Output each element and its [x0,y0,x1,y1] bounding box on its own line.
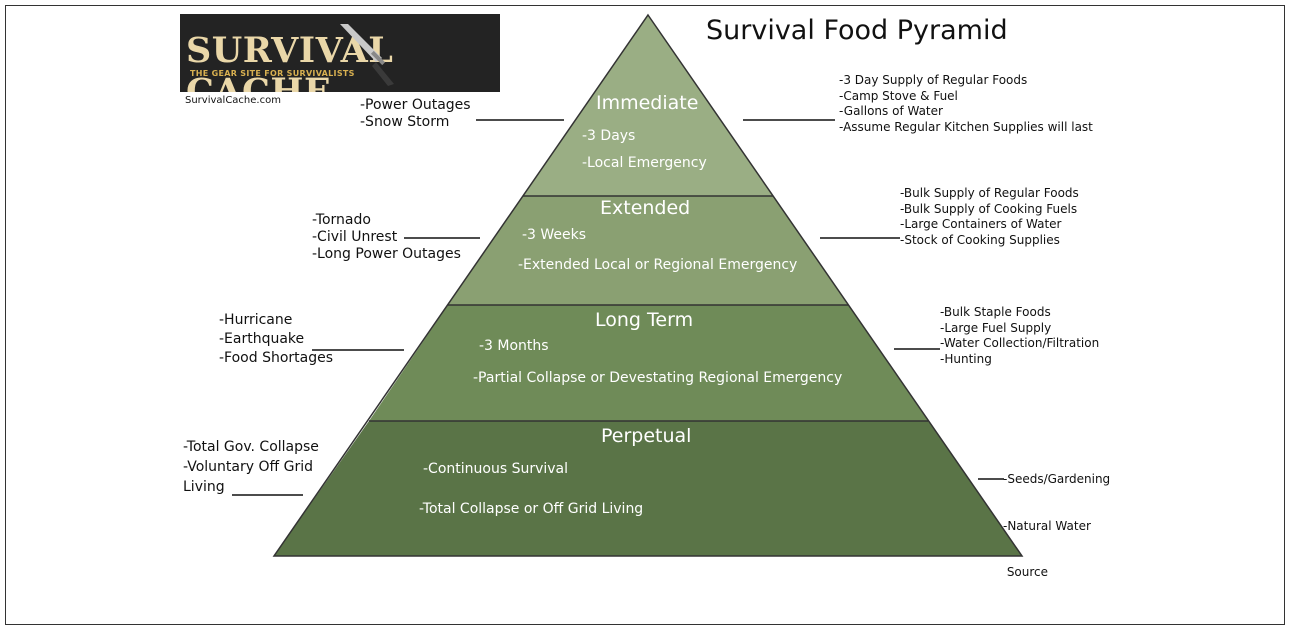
supply-item: -Bulk Supply of Regular Foods [900,186,1079,200]
supply-item: -Large Containers of Water [900,217,1062,231]
tier-extended-events: -Tornado -Civil Unrest -Long Power Outag… [312,212,461,263]
tier-perpetual-supplies: -Seeds/Gardening -Natural Water Source [1003,441,1110,596]
tier-immediate-shape [523,15,773,196]
page-title: Survival Food Pyramid [706,15,1008,46]
pyramid-diagram [232,13,1024,557]
supply-item: -Hunting [940,351,992,366]
event-item: -Long Power Outages [312,246,461,262]
tier-perpetual-title: Perpetual [601,425,692,447]
tier-perpetual-duration: -Continuous Survival [423,461,569,477]
supply-item: -Large Fuel Supply [940,320,1052,335]
supply-item: -Camp Stove & Fuel [839,88,958,103]
tier-long-term-title: Long Term [595,309,694,331]
tier-long-term-shape [369,305,928,421]
survival-cache-logo: SURVIVAL CACHE THE GEAR SITE FOR SURVIVA… [180,14,500,92]
tier-immediate-duration: -3 Days [582,128,636,144]
tier-extended-shape [448,196,848,305]
tier-extended-duration: -3 Weeks [522,227,587,243]
tier-perpetual-events: -Total Gov. Collapse -Voluntary Off Grid… [183,437,319,497]
event-item: -Earthquake [219,331,305,347]
event-item: -Voluntary Off Grid [183,459,313,475]
supply-item: -Water Collection/Filtration [940,336,1100,350]
tier-long-term-duration: -3 Months [479,338,549,354]
tier-perpetual-scope: -Total Collapse or Off Grid Living [419,501,644,517]
event-item: -Tornado [312,212,371,228]
tier-immediate-events: -Power Outages -Snow Storm [360,97,471,131]
tier-immediate-title: Immediate [596,92,699,114]
tier-extended-scope: -Extended Local or Regional Emergency [518,257,798,273]
event-item: -Hurricane [219,312,293,328]
supply-item: -3 Day Supply of Regular Foods [839,73,1028,87]
tier-extended-title: Extended [600,197,691,219]
knife-icon [340,24,394,86]
event-item: -Power Outages [360,97,471,113]
supply-item: -Bulk Staple Foods [940,305,1051,319]
tier-long-term-events: -Hurricane -Earthquake -Food Shortages [219,311,333,368]
supply-item: -Bulk Supply of Cooking Fuels [900,201,1078,216]
site-url: SurvivalCache.com [185,95,281,106]
logo-tagline: THE GEAR SITE FOR SURVIVALISTS [190,69,355,78]
supply-item: -Stock of Cooking Supplies [900,232,1060,247]
supply-item: -Seeds/Gardening [1003,472,1111,486]
supply-item: Source [1003,565,1049,579]
event-item: Living [183,479,225,495]
event-item: -Food Shortages [219,350,334,366]
tier-long-term-scope: -Partial Collapse or Devestating Regiona… [473,370,843,386]
tier-perpetual-shape [274,421,1022,556]
tier-long-term-supplies: -Bulk Staple Foods -Large Fuel Supply -W… [940,305,1099,367]
supply-item: -Natural Water [1003,518,1091,533]
event-item: -Total Gov. Collapse [183,439,319,455]
tier-extended-supplies: -Bulk Supply of Regular Foods -Bulk Supp… [900,186,1079,248]
tier-immediate-scope: -Local Emergency [582,155,707,171]
event-item: -Snow Storm [360,114,450,130]
tier-immediate-supplies: -3 Day Supply of Regular Foods -Camp Sto… [839,73,1093,135]
pyramid-outline [272,13,1024,557]
supply-item: -Gallons of Water [839,104,943,118]
event-item: -Civil Unrest [312,229,398,245]
supply-item: -Assume Regular Kitchen Supplies will la… [839,119,1093,134]
